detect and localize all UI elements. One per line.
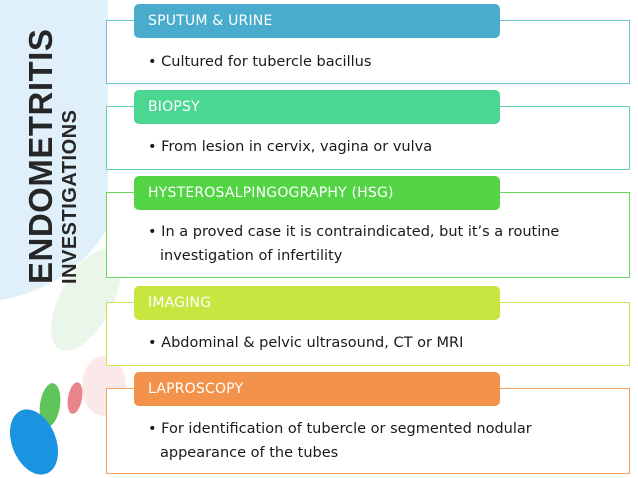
section-bullet: In a proved case it is contraindicated, …	[148, 220, 610, 268]
green-leaf-shape	[39, 383, 61, 427]
section-bullet: Abdominal & pelvic ultrasound, CT or MRI	[148, 331, 610, 355]
section-header: BIOPSY	[134, 90, 500, 124]
pink-leaf-shape	[67, 382, 83, 414]
section-header: IMAGING	[134, 286, 500, 320]
section-header: LAPROSCOPY	[134, 372, 500, 406]
section-hsg: HYSTEROSALPINGOGRAPHY (HSG) In a proved …	[106, 176, 632, 278]
section-header: HYSTEROSALPINGOGRAPHY (HSG)	[134, 176, 500, 210]
section-bullet: For identification of tubercle or segmen…	[148, 417, 610, 465]
section-header: SPUTUM & URINE	[134, 4, 500, 38]
pale-green-leaf-shape	[51, 249, 121, 351]
slide-subtitle: INVESTIGATIONS	[59, 109, 81, 284]
light-blue-wave-shape	[0, 0, 108, 300]
blue-leaf-shape	[9, 409, 59, 475]
section-biopsy: BIOPSY From lesion in cervix, vagina or …	[106, 90, 632, 170]
section-laproscopy: LAPROSCOPY For identification of tubercl…	[106, 372, 632, 474]
slide-title: ENDOMETRITIS	[22, 28, 59, 284]
section-sputum-urine: SPUTUM & URINE Cultured for tubercle bac…	[106, 4, 632, 84]
section-imaging: IMAGING Abdominal & pelvic ultrasound, C…	[106, 286, 632, 366]
section-bullet: From lesion in cervix, vagina or vulva	[148, 135, 610, 159]
slide-side-title: ENDOMETRITIS INVESTIGATIONS	[22, 28, 81, 284]
section-bullet: Cultured for tubercle bacillus	[148, 50, 610, 74]
